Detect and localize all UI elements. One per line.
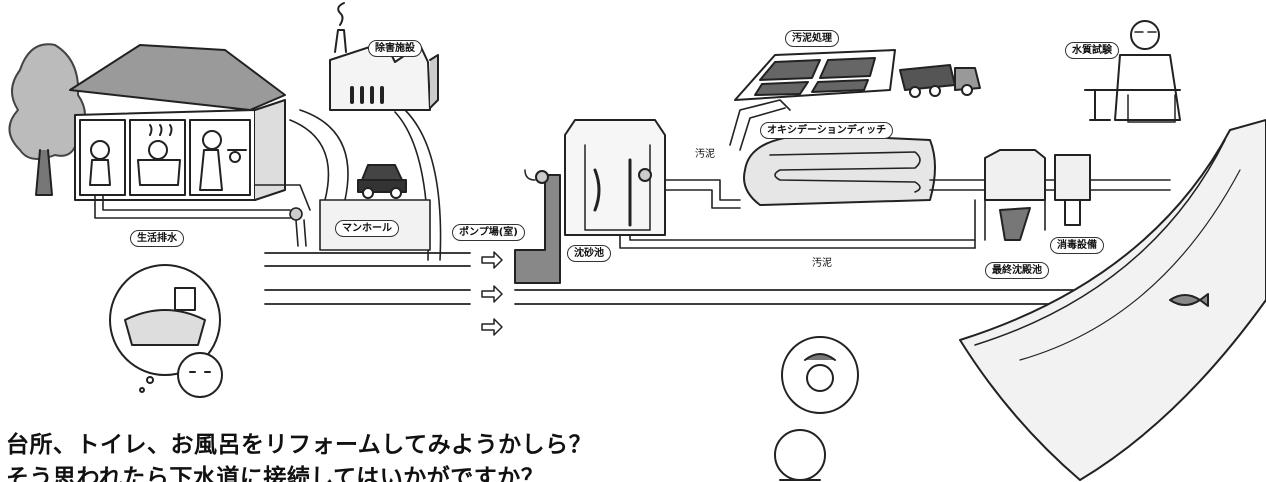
water-quality-test-label: 水質試験 [1065, 42, 1119, 59]
manhole-label: マンホール [335, 220, 399, 237]
pump-station [514, 169, 561, 284]
disinfection-facility [1054, 154, 1091, 226]
caption-line-2: そう思われたら下水道に接続してはいかがですか？ [6, 465, 545, 482]
pump-station-label: ポンプ場(室) [452, 224, 525, 241]
worker-illustration [774, 336, 859, 481]
odor-removal-facility-label: 除害施設 [368, 40, 422, 57]
final-settling-tank [984, 149, 1046, 241]
grit-chamber [564, 119, 666, 236]
scientist-illustration [1084, 20, 1181, 123]
final-settling-tank-label: 最終沈殿池 [985, 262, 1049, 279]
sludge-beds [734, 49, 896, 101]
sludge-pipes [619, 99, 976, 249]
house-illustration [69, 44, 286, 201]
river-illustration [959, 119, 1266, 481]
treatment-pipes [929, 179, 1171, 249]
grit-chamber-label: 沈砂池 [567, 245, 611, 262]
arrow-right-icon [481, 251, 503, 336]
oxidation-ditch-label: オキシデーションディッチ [760, 122, 894, 139]
tree-illustration [8, 43, 86, 196]
house-drain-pipes [94, 184, 311, 247]
sludge-upper-label: 汚泥 [695, 149, 715, 160]
sludge-lower-label: 汚泥 [812, 258, 832, 269]
disinfection-facility-label: 消毒設備 [1050, 237, 1104, 254]
truck-icon [899, 64, 981, 98]
car-icon [357, 164, 407, 199]
household-wastewater-label: 生活排水 [130, 230, 184, 247]
oxidation-ditch [743, 134, 936, 206]
thought-bubble-toilet [109, 264, 223, 398]
caption-line-1: 台所、トイレ、お風呂をリフォームしてみようかしら？ [6, 432, 593, 458]
fish-icon [1169, 293, 1209, 307]
sludge-treatment-label: 汚泥処理 [785, 30, 839, 47]
